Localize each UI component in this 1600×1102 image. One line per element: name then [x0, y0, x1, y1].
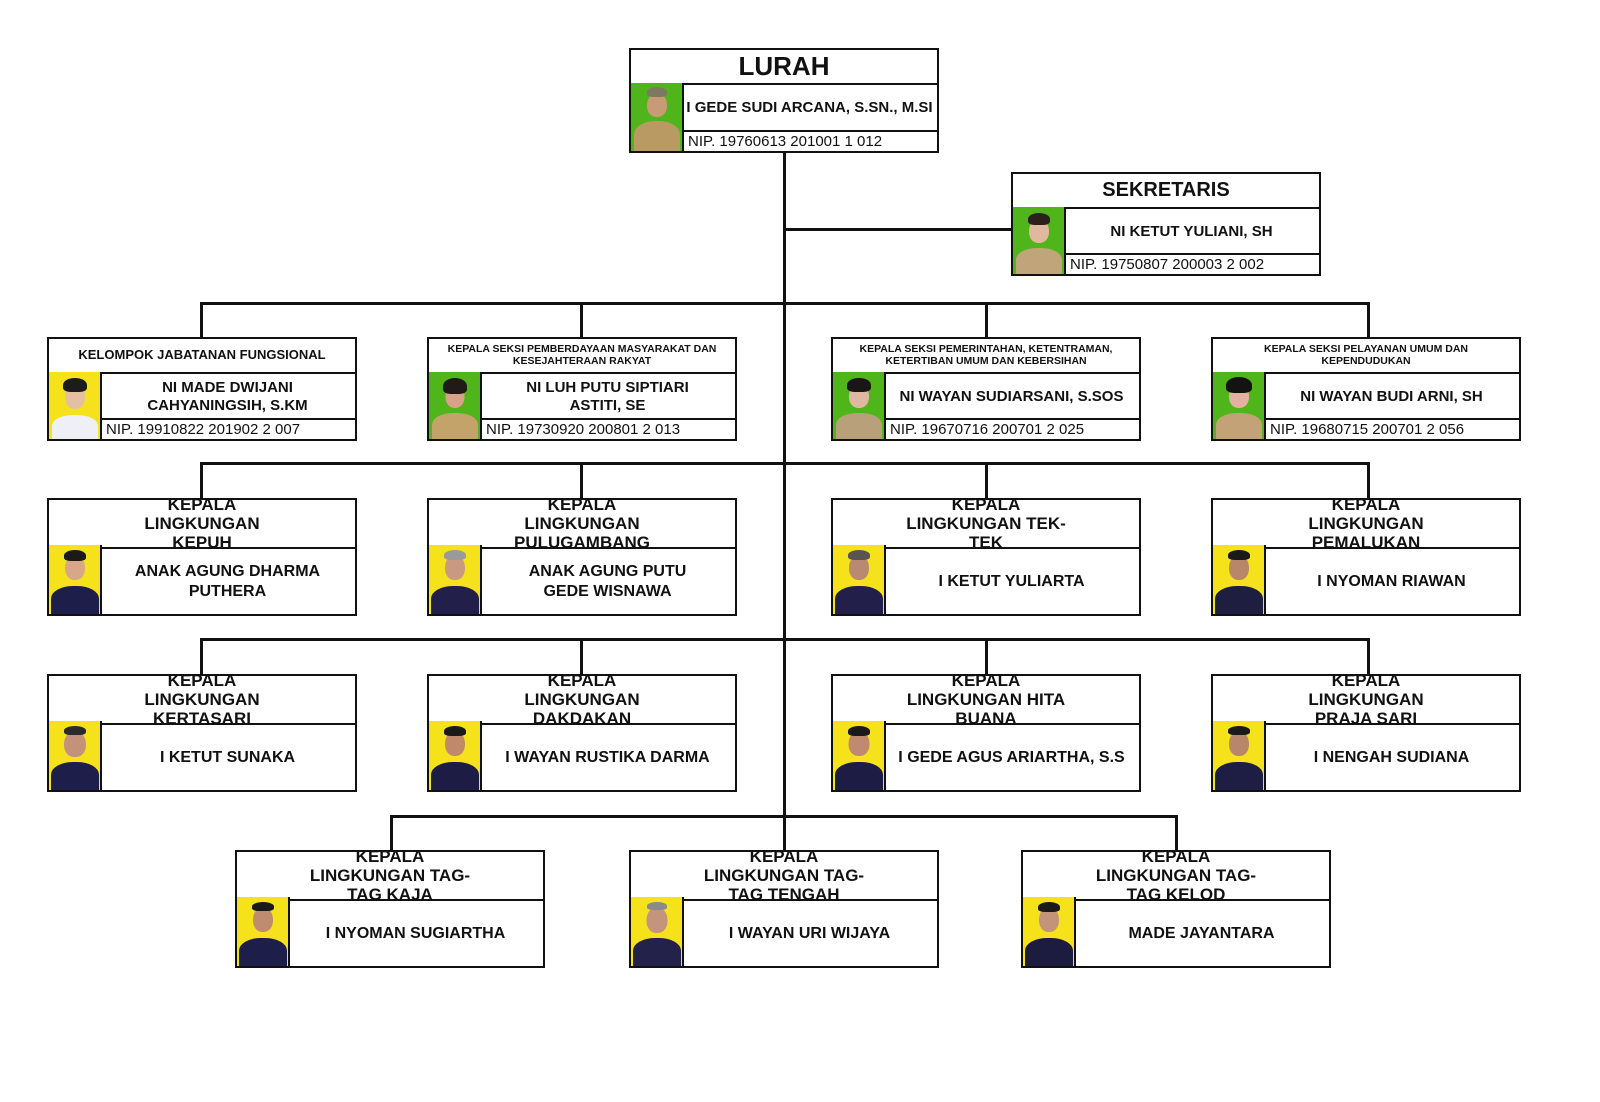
section-drop-2	[580, 302, 583, 339]
sekretaris-name: NI KETUT YULIANI, SH	[1110, 222, 1273, 240]
lurah-card: LURAH I GEDE SUDI ARCANA, S.SN., M.SI NI…	[629, 48, 939, 153]
lingkungan-person-name: I WAYAN URI WIJAYA	[728, 924, 891, 942]
section-title: KEPALA SEKSI PEMBERDAYAAN MASYARAKAT DAN…	[429, 339, 735, 374]
lurah-title: LURAH	[631, 50, 937, 85]
section-person-name: NI MADE DWIJANI CAHYANINGSIH, S.KM	[147, 378, 308, 414]
section-person-name: NI LUH PUTU SIPTIARI ASTITI, SE	[526, 378, 689, 414]
lingkungan-person-name: I NYOMAN RIAWAN	[1317, 572, 1466, 590]
lingkungan-drop	[580, 638, 583, 675]
section-card-pemberdayaan: KEPALA SEKSI PEMBERDAYAAN MASYARAKAT DAN…	[427, 337, 737, 441]
lingkungan-drop	[580, 462, 583, 499]
lingkungan-drop	[985, 638, 988, 675]
lingkungan-title: KEPALA LINGKUNGAN TEK-TEK	[833, 495, 1139, 552]
lingkungan-person-name: I WAYAN RUSTIKA DARMA	[505, 748, 710, 766]
lingkungan-person-name: I NYOMAN SUGIARTHA	[325, 924, 506, 942]
person-photo-icon	[429, 545, 482, 614]
lingkungan-title: KEPALA LINGKUNGAN PULUGAMBANG	[429, 495, 735, 552]
section-card-pelayanan: KEPALA SEKSI PELAYANAN UMUM DAN KEPENDUD…	[1211, 337, 1521, 441]
lingkungan-person-name: ANAK AGUNG PUTU GEDE WISNAWA	[528, 563, 687, 600]
person-photo-icon	[833, 372, 886, 439]
lingkungan-bus-1	[200, 462, 1370, 465]
lurah-nip: NIP. 19760613 201001 1 012	[682, 130, 937, 151]
section-title: KEPALA SEKSI PEMERINTAHAN, KETENTRAMAN, …	[833, 339, 1139, 374]
lingkungan-person-name: I NENGAH SUDIANA	[1313, 748, 1470, 766]
person-photo-icon	[1023, 897, 1076, 966]
lingkungan-title: KEPALA LINGKUNGAN KERTASARI	[49, 671, 355, 728]
section-title: KEPALA SEKSI PELAYANAN UMUM DAN KEPENDUD…	[1213, 339, 1519, 374]
section-bus	[200, 302, 1370, 305]
lingkungan-bus-2	[200, 638, 1370, 641]
person-photo-icon	[1213, 545, 1266, 614]
lingkungan-title: KEPALA LINGKUNGAN HITA BUANA	[833, 671, 1139, 728]
person-photo-icon	[429, 372, 482, 439]
lingkungan-drop	[1175, 815, 1178, 852]
lingkungan-card: KEPALA LINGKUNGAN DAKDAKAN I WAYAN RUSTI…	[427, 671, 737, 792]
lingkungan-card: KEPALA LINGKUNGAN TAG-TAG TENGAH I WAYAN…	[629, 847, 939, 968]
sekretaris-nip: NIP. 19750807 200003 2 002	[1064, 253, 1319, 274]
lingkungan-person-name: I KETUT YULIARTA	[938, 572, 1085, 590]
person-photo-icon	[631, 897, 684, 966]
person-photo-icon	[1213, 721, 1266, 790]
lingkungan-drop	[1367, 462, 1370, 499]
lingkungan-card: KEPALA LINGKUNGAN KEPUH ANAK AGUNG DHARM…	[47, 495, 357, 616]
lingkungan-card: KEPALA LINGKUNGAN TAG-TAG KAJA I NYOMAN …	[235, 847, 545, 968]
lingkungan-person-name: ANAK AGUNG DHARMA PUTHERA	[134, 563, 321, 600]
sekretaris-connector	[785, 228, 1013, 231]
sekretaris-title: SEKRETARIS	[1013, 174, 1319, 209]
lingkungan-card: KEPALA LINGKUNGAN KERTASARI I KETUT SUNA…	[47, 671, 357, 792]
lingkungan-person-name: I KETUT SUNAKA	[159, 748, 296, 766]
section-title: KELOMPOK JABATANAN FUNGSIONAL	[49, 339, 355, 374]
person-photo-icon	[49, 721, 102, 790]
lingkungan-bus-3	[390, 815, 1178, 818]
person-photo-icon	[833, 545, 886, 614]
section-person-nip: NIP. 19670716 200701 2 025	[884, 418, 1139, 439]
person-photo-icon	[237, 897, 290, 966]
section-drop-4	[1367, 302, 1370, 339]
lingkungan-card: KEPALA LINGKUNGAN PEMALUKAN I NYOMAN RIA…	[1211, 495, 1521, 616]
lingkungan-title: KEPALA LINGKUNGAN PEMALUKAN	[1213, 495, 1519, 552]
lingkungan-drop	[1367, 638, 1370, 675]
lingkungan-title: KEPALA LINGKUNGAN TAG-TAG TENGAH	[631, 847, 937, 904]
lingkungan-title: KEPALA LINGKUNGAN TAG-TAG KAJA	[237, 847, 543, 904]
section-card-pemerintahan: KEPALA SEKSI PEMERINTAHAN, KETENTRAMAN, …	[831, 337, 1141, 441]
lingkungan-person-name: I GEDE AGUS ARIARTHA, S.S	[898, 748, 1125, 766]
lingkungan-card: KEPALA LINGKUNGAN PRAJA SARI I NENGAH SU…	[1211, 671, 1521, 792]
lingkungan-title: KEPALA LINGKUNGAN TAG-TAG KELOD	[1023, 847, 1329, 904]
section-person-name: NI WAYAN BUDI ARNI, SH	[1300, 387, 1483, 405]
lingkungan-drop	[200, 462, 203, 499]
person-photo-icon	[429, 721, 482, 790]
person-photo-icon	[49, 545, 102, 614]
lingkungan-card: KEPALA LINGKUNGAN TEK-TEK I KETUT YULIAR…	[831, 495, 1141, 616]
person-photo-icon	[49, 372, 102, 439]
section-person-nip: NIP. 19910822 201902 2 007	[100, 418, 355, 439]
lingkungan-drop	[200, 638, 203, 675]
section-card-fungsional: KELOMPOK JABATANAN FUNGSIONAL NI MADE DW…	[47, 337, 357, 441]
section-person-name: NI WAYAN SUDIARSANI, S.SOS	[899, 387, 1124, 405]
section-person-nip: NIP. 19680715 200701 2 056	[1264, 418, 1519, 439]
lingkungan-title: KEPALA LINGKUNGAN DAKDAKAN	[429, 671, 735, 728]
lingkungan-title: KEPALA LINGKUNGAN PRAJA SARI	[1213, 671, 1519, 728]
sekretaris-card: SEKRETARIS NI KETUT YULIANI, SH NIP. 197…	[1011, 172, 1321, 276]
lingkungan-drop	[390, 815, 393, 852]
lingkungan-card: KEPALA LINGKUNGAN PULUGAMBANG ANAK AGUNG…	[427, 495, 737, 616]
lingkungan-card: KEPALA LINGKUNGAN TAG-TAG KELOD MADE JAY…	[1021, 847, 1331, 968]
section-drop-3	[985, 302, 988, 339]
lurah-name: I GEDE SUDI ARCANA, S.SN., M.SI	[686, 98, 933, 116]
person-photo-icon	[631, 83, 684, 151]
person-photo-icon	[1013, 207, 1066, 274]
person-photo-icon	[833, 721, 886, 790]
person-photo-icon	[1213, 372, 1266, 439]
lingkungan-person-name: MADE JAYANTARA	[1128, 924, 1275, 942]
lingkungan-drop	[985, 462, 988, 499]
trunk-line	[783, 152, 786, 852]
section-person-nip: NIP. 19730920 200801 2 013	[480, 418, 735, 439]
section-drop-1	[200, 302, 203, 339]
lingkungan-title: KEPALA LINGKUNGAN KEPUH	[49, 495, 355, 552]
lingkungan-card: KEPALA LINGKUNGAN HITA BUANA I GEDE AGUS…	[831, 671, 1141, 792]
